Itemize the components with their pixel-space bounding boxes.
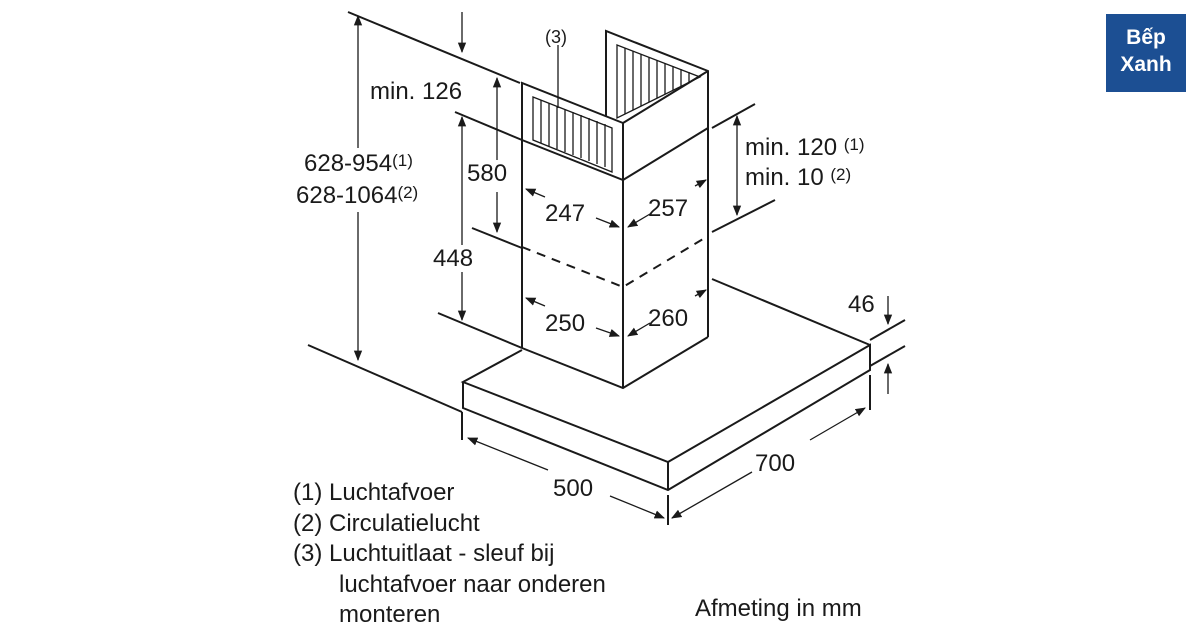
legend-item: (2) Circulatielucht <box>293 509 480 537</box>
unit-note: Afmeting in mm <box>695 595 862 622</box>
lower-chimney <box>521 127 709 390</box>
dim-260: 260 <box>648 305 689 332</box>
dim-height-range-2: 628-1064(2) <box>296 184 418 208</box>
dim-height-range-1-value: 628-954 <box>304 150 393 177</box>
dim-250: 250 <box>545 310 586 337</box>
dim-min-120-value: min. 120 <box>745 134 838 161</box>
note-2: (2) <box>830 165 852 184</box>
dim-min-120: min. 120 (1) <box>745 136 865 160</box>
dim-500: 500 <box>553 475 594 502</box>
dim-height-range-2-value: 628-1064 <box>296 182 398 209</box>
logo-line-2: Xanh <box>1120 53 1172 76</box>
upper-chimney <box>521 29 709 180</box>
legend: (1) Luchtafvoer (2) Circulatielucht (3) … <box>293 478 606 631</box>
bep-xanh-logo: Bếp Xanh <box>1106 14 1186 92</box>
dim-height-range-1: 628-954(1) <box>304 152 413 176</box>
vent-slots-front <box>532 96 613 173</box>
dim-min-10-value: min. 10 <box>745 164 824 191</box>
note-1: (1) <box>843 135 865 154</box>
dim-46: 46 <box>848 291 875 318</box>
legend-item: (3) Luchtuitlaat - sleuf bij <box>293 540 555 567</box>
dim-448: 448 <box>433 245 474 272</box>
logo-line-1: Bếp <box>1126 26 1166 49</box>
note-1: (1) <box>392 151 413 170</box>
hood-body <box>460 278 871 492</box>
note-2: (2) <box>397 183 419 202</box>
vent-slots-back <box>616 44 702 120</box>
dim-247: 247 <box>545 200 586 227</box>
dim-700: 700 <box>755 450 796 477</box>
dim-257: 257 <box>648 195 689 222</box>
legend-item: (1) Luchtafvoer <box>293 479 455 506</box>
legend-item: luchtafvoer naar onderen <box>339 570 606 598</box>
dimension-lines <box>353 12 906 525</box>
dim-min-10: min. 10 (2) <box>745 166 851 190</box>
dim-min-126: min. 126 <box>370 78 463 105</box>
legend-item: monteren <box>339 601 441 628</box>
dim-580: 580 <box>467 160 508 187</box>
callout-3: (3) <box>545 27 567 47</box>
